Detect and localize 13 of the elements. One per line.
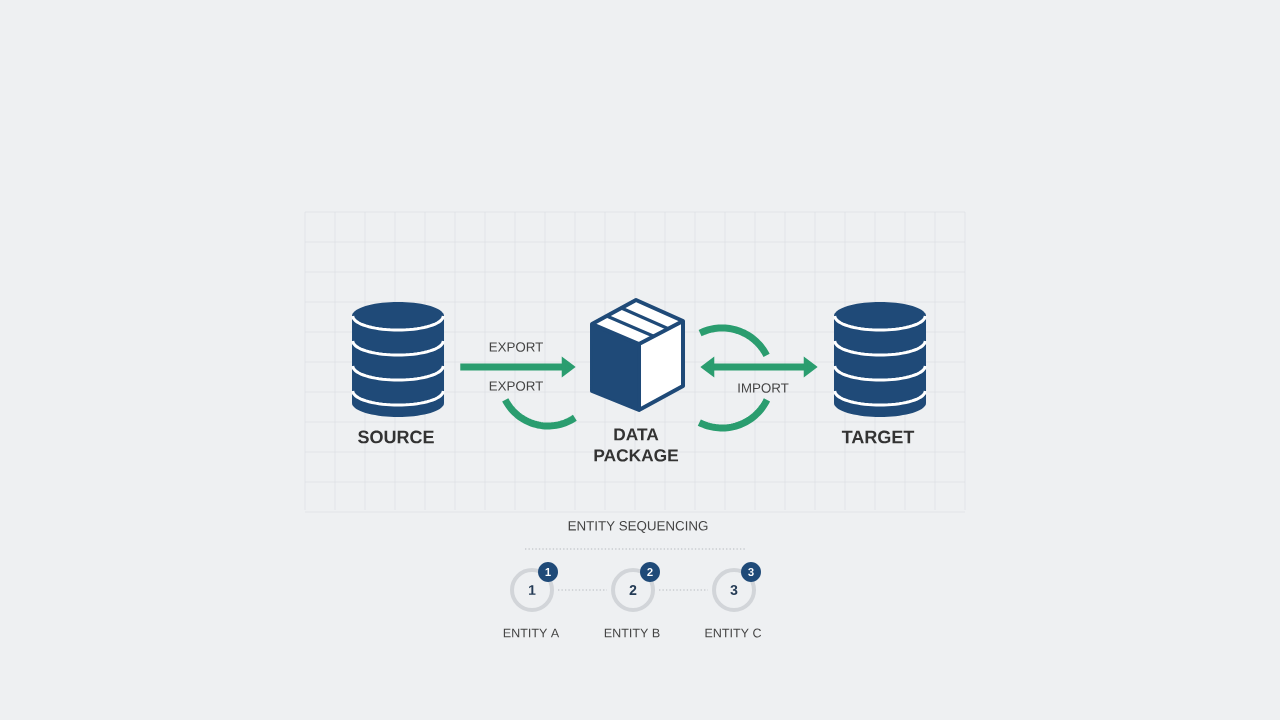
- entity-label: ENTITY B: [604, 628, 660, 638]
- node-label: SOURCE: [358, 430, 434, 444]
- edge-label: IMPORT: [738, 383, 789, 393]
- node-label: TARGET: [841, 430, 915, 444]
- node-label: DATA PACKAGE: [594, 428, 679, 462]
- edge-label: EXPORT: [489, 342, 543, 352]
- number-badge: 2: [640, 562, 660, 582]
- section-heading: ENTITY SEQUENCING: [568, 521, 708, 533]
- entity-label: ENTITY A: [503, 628, 560, 638]
- flow-label: EXPORT: [489, 381, 543, 391]
- entity-label: ENTITY C: [705, 628, 762, 638]
- number-badge: 1: [538, 562, 558, 582]
- number-badge: 3: [741, 562, 761, 582]
